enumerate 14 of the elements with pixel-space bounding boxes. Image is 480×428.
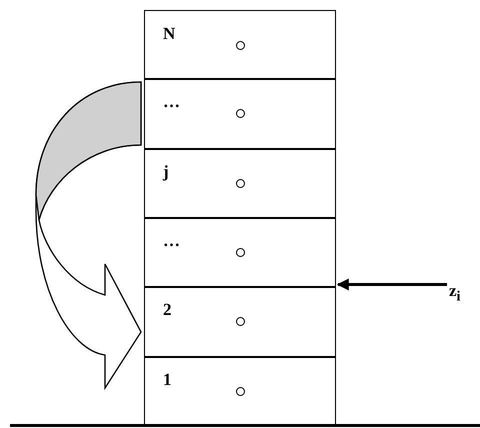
stack-cell: [144, 148, 336, 218]
cell-label: 1: [163, 371, 172, 388]
stack-cell: [144, 217, 336, 288]
cell-label: 2: [163, 301, 172, 318]
stack-cell: [144, 286, 336, 358]
cell-label: j: [163, 163, 169, 180]
stack-cell: [144, 356, 336, 426]
cell-label: N: [163, 25, 176, 42]
cell-label: …: [163, 93, 180, 110]
cell-label: …: [163, 232, 180, 249]
stack-cell: [144, 78, 336, 150]
arrow: [336, 278, 447, 290]
stack-cell: [144, 10, 336, 80]
variable-label: z$_{i}$: [449, 282, 460, 304]
